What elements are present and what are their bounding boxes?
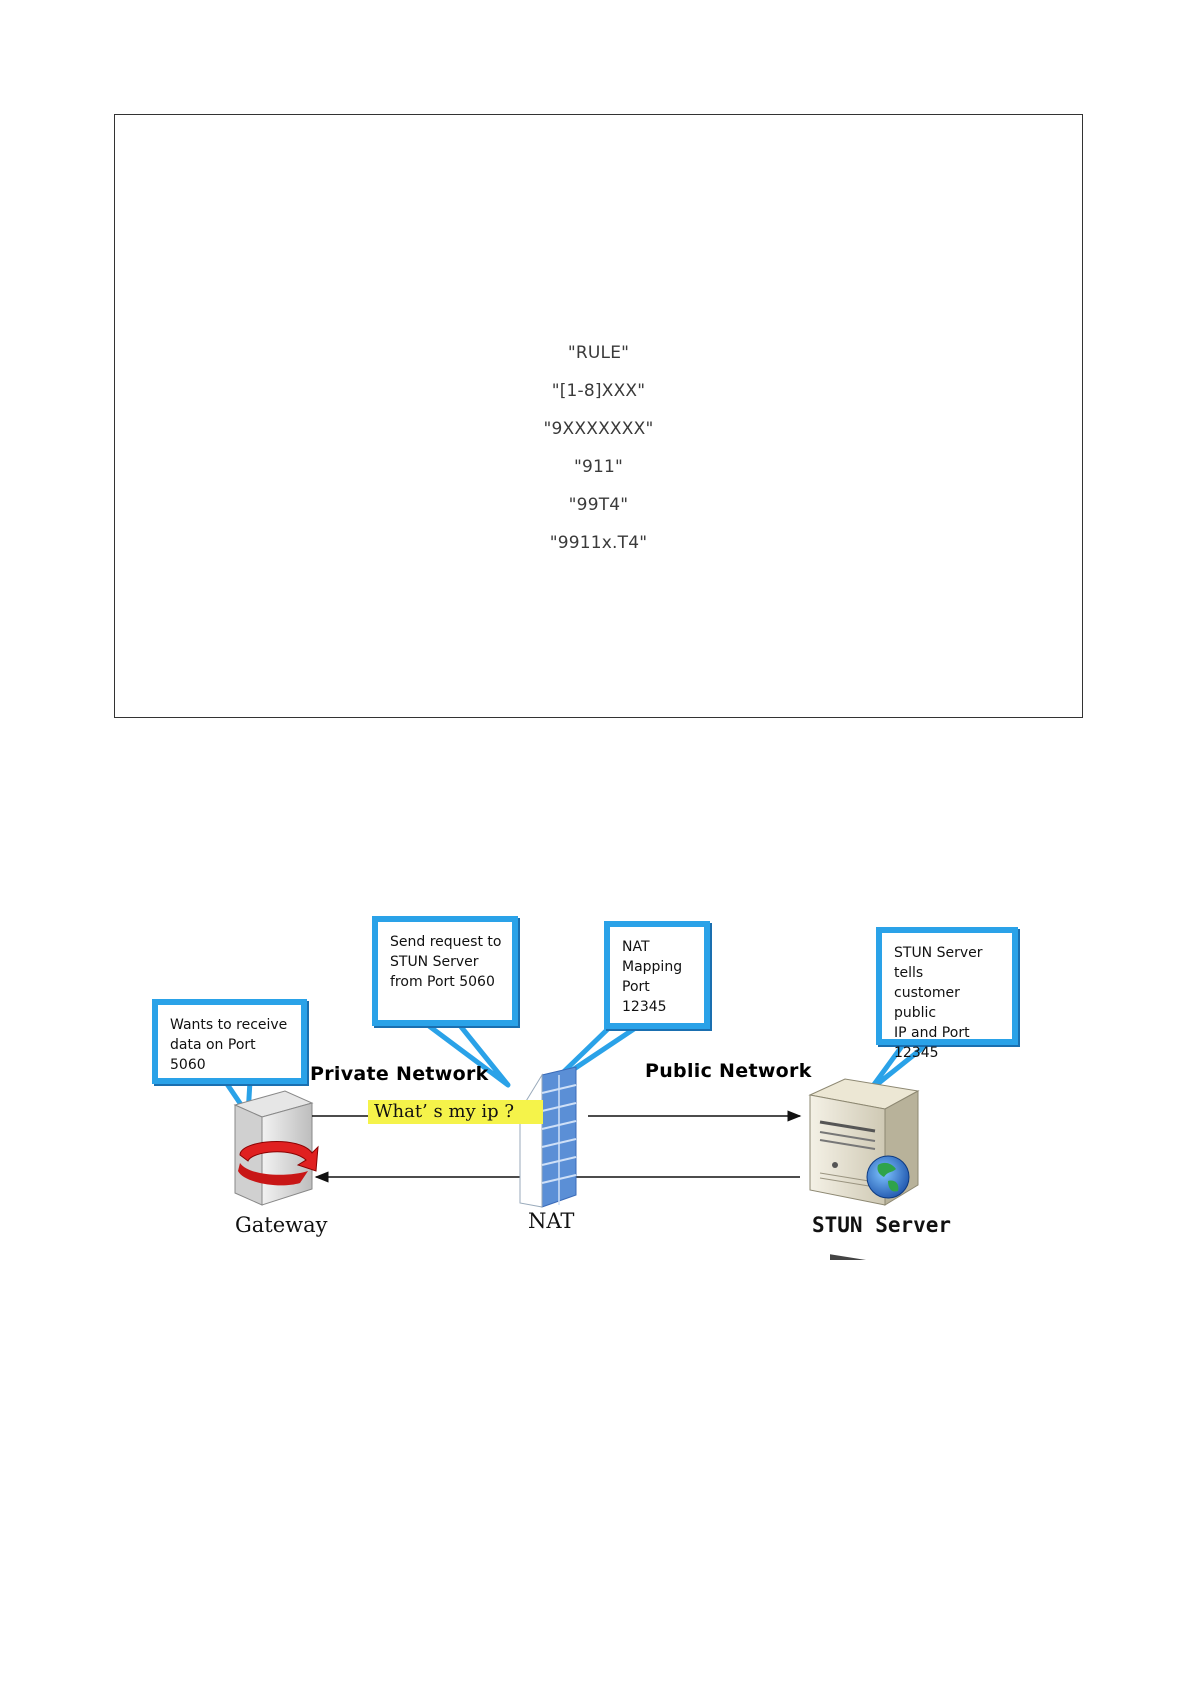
stun-diagram: Wants to receive data on Port 5060 Send … xyxy=(140,915,1030,1260)
rule-list: "RULE" "[1-8]XXX" "9XXXXXXX" "911" "99T4… xyxy=(115,334,1082,562)
gateway-label: Gateway xyxy=(235,1213,328,1237)
public-network-label: Public Network xyxy=(645,1060,812,1082)
rule-item: "[1-8]XXX" xyxy=(551,381,646,401)
rule-item: "911" xyxy=(573,457,624,477)
nat-mapping-callout: NAT Mapping Port 12345 xyxy=(604,921,710,1029)
rule-item: "99T4" xyxy=(568,495,629,515)
stun-server-label: STUN Server xyxy=(812,1213,952,1237)
stun-server-callout: STUN Server tells customer public IP and… xyxy=(876,927,1018,1061)
whats-my-ip-label: What’ s my ip ? xyxy=(368,1100,543,1124)
gateway-device xyxy=(233,1090,319,1206)
nat-firewall xyxy=(519,1066,577,1208)
rule-item: "9XXXXXXX" xyxy=(543,419,654,439)
rule-box: "RULE" "[1-8]XXX" "9XXXXXXX" "911" "99T4… xyxy=(114,114,1083,718)
stun-server-device xyxy=(808,1078,920,1260)
private-network-label: Private Network xyxy=(310,1063,489,1085)
request-callout: Send request to STUN Server from Port 50… xyxy=(372,916,518,1026)
rule-item: "RULE" xyxy=(567,343,630,363)
rule-item: "9911x.T4" xyxy=(549,533,648,553)
nat-label: NAT xyxy=(528,1209,575,1233)
gateway-callout: Wants to receive data on Port 5060 xyxy=(152,999,307,1084)
